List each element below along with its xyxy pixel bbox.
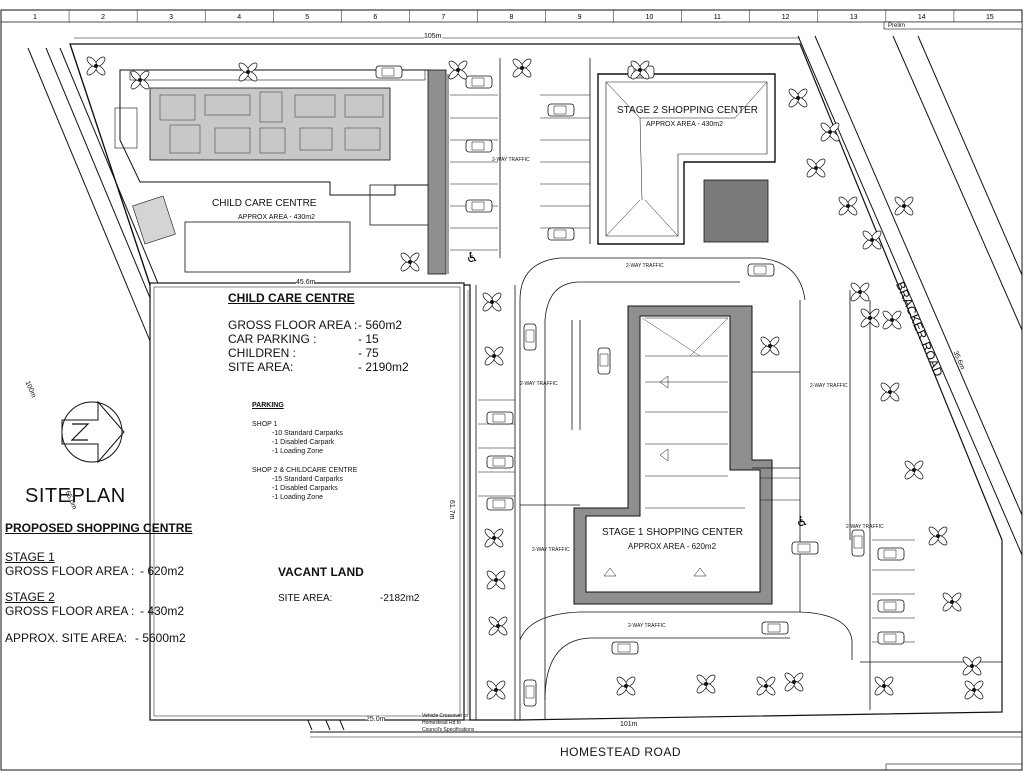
tree-icon [486,680,506,700]
car-icon [877,599,905,613]
landscape-trees [86,56,984,700]
tree-icon [806,158,826,178]
tree-icon [850,282,870,302]
tree-icon [238,62,258,82]
vacant-land-parcel [149,282,465,721]
tree-icon [894,196,914,216]
stage2-building [597,73,776,245]
grid-column-label: 9 [578,14,582,21]
car-icon [375,65,403,79]
tree-icon [788,88,808,108]
car-icon [851,529,865,557]
tree-icon [482,292,502,312]
car-icon [465,75,493,89]
car-icon [547,227,575,241]
car-park-aisles [447,58,1002,720]
car-icon [611,641,639,655]
car-icon [597,347,611,375]
tree-icon [784,672,804,692]
north-arrow-icon [61,400,125,464]
car-icon [486,455,514,469]
car-icon [486,411,514,425]
right-boundary-lines [797,35,1023,556]
tree-icon [882,310,902,330]
tree-icon [874,676,894,696]
tree-icon [962,656,982,676]
grid-column-label: 12 [782,14,790,21]
tree-icon [820,122,840,142]
disabled-parking-icon: ♿ [466,250,479,266]
grid-column-label: 8 [510,14,514,21]
car-icon [523,323,537,351]
car-icon [523,679,537,707]
disabled-parking-icon: ♿ [796,514,809,530]
tree-icon [630,60,650,80]
tree-icon [488,616,508,636]
tree-icon [130,70,150,90]
sheet-border [0,9,1023,771]
tree-icon [696,674,716,694]
tree-icon [512,58,532,78]
grid-column-label: 15 [986,14,994,21]
tree-icon [484,528,504,548]
car-icon [747,263,775,277]
tree-icon [880,382,900,402]
car-icon [465,199,493,213]
car-icon [877,547,905,561]
tree-icon [484,346,504,366]
tree-icon [860,308,880,328]
stage2-service-roof [703,179,769,243]
tree-icon [448,60,468,80]
grid-column-label: 14 [918,14,926,21]
car-icon [547,103,575,117]
car-icon [465,139,493,153]
title-block-tab [883,21,1023,30]
car-icon [791,541,819,555]
grid-column-label: 7 [441,14,445,21]
paved-access-strip [427,69,447,275]
grid-column-label: 11 [714,14,721,21]
grid-column-label: 6 [373,14,377,21]
tree-icon [486,570,506,590]
tree-icon [904,460,924,480]
tree-icon [964,680,984,700]
grid-column-label: 4 [237,14,241,21]
tree-icon [756,676,776,696]
tree-icon [942,592,962,612]
grid-column-label: 10 [646,14,654,21]
grid-column-label: 1 [33,14,37,21]
child-care-building [114,69,431,273]
grid-column-label: 13 [850,14,858,21]
tree-icon [838,196,858,216]
tree-icon [400,252,420,272]
car-icon [486,497,514,511]
grid-column-label: 3 [169,14,173,21]
tree-icon [928,526,948,546]
tree-icon [862,230,882,250]
car-icon [877,631,905,645]
grid-column-label: 5 [305,14,309,21]
car-icon [761,621,789,635]
tree-icon [616,676,636,696]
tree-icon [86,56,106,76]
tree-icon [760,336,780,356]
grid-column-label: 2 [101,14,105,21]
stage1-building [573,305,773,605]
